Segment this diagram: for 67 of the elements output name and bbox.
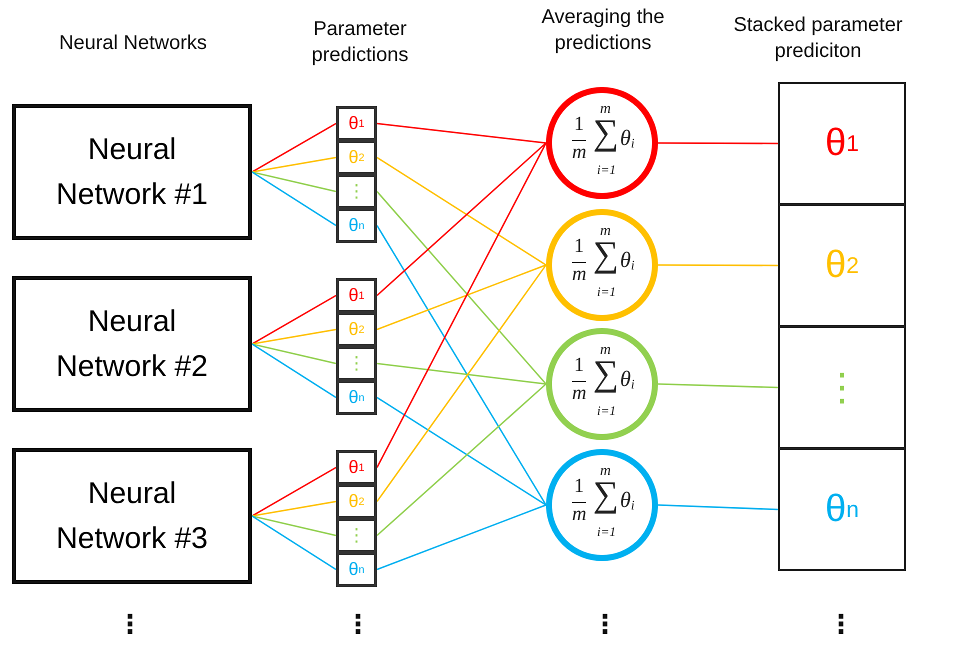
formula-denominator: m	[572, 381, 586, 403]
connector-line	[376, 122, 546, 144]
formula-sum-symbol: ∑	[593, 355, 619, 391]
connector-line	[376, 264, 547, 502]
prediction-cell: ⋮	[336, 518, 377, 553]
column-heading: Neural Networks	[58, 31, 208, 56]
prediction-cell: ⋮	[336, 174, 377, 209]
network-box: Neural Network #3	[12, 448, 252, 584]
continuation-dots: ⋮	[345, 608, 365, 641]
prediction-cell: ⋮	[336, 346, 377, 381]
formula-denominator: m	[572, 262, 586, 284]
connector-line	[376, 383, 546, 536]
connector-line	[252, 466, 336, 517]
formula-upper-limit: m	[600, 343, 611, 358]
continuation-dots: ⋮	[828, 608, 848, 641]
connector-line	[658, 383, 778, 388]
connector-line	[252, 122, 336, 173]
formula-lower-limit: i=1	[597, 285, 616, 298]
connector-line	[376, 191, 547, 384]
connector-line	[376, 264, 546, 330]
connector-line	[658, 264, 778, 266]
network-box: Neural Network #2	[12, 276, 252, 412]
formula-upper-limit: m	[600, 464, 611, 479]
connector-line	[252, 171, 336, 192]
connector-line	[252, 328, 336, 345]
column-heading: Parameter predictions	[310, 17, 410, 68]
formula-sum-symbol: ∑	[593, 236, 619, 272]
connector-line	[376, 362, 546, 385]
formula-lower-limit: i=1	[597, 404, 616, 417]
column-heading: Averaging the predictions	[540, 5, 666, 56]
column-heading: Stacked parameter prediciton	[732, 13, 904, 64]
formula-lower-limit: i=1	[597, 525, 616, 538]
network-box: Neural Network #1	[12, 104, 252, 240]
formula-upper-limit: m	[600, 102, 611, 117]
formula-summand: θ$_{i}$	[620, 368, 634, 391]
formula-sum-symbol: ∑	[593, 476, 619, 512]
connector-line	[252, 343, 336, 398]
formula-summand: θ$_{i}$	[620, 249, 634, 272]
connector-line	[658, 504, 778, 510]
formula-sum-symbol: ∑	[593, 114, 619, 150]
connector-line	[658, 142, 778, 144]
connector-line	[252, 515, 336, 570]
formula-numerator: 1	[574, 476, 584, 496]
connector-line	[376, 225, 547, 506]
formula-denominator: m	[572, 502, 586, 524]
connector-line	[252, 500, 336, 517]
formula-numerator: 1	[574, 114, 584, 134]
formula-lower-limit: i=1	[597, 163, 616, 176]
continuation-dots: ⋮	[592, 608, 612, 641]
connector-line	[376, 142, 546, 296]
formula-summand: θ$_{i}$	[620, 127, 634, 150]
connector-line	[376, 142, 547, 468]
connector-line	[252, 156, 336, 173]
formula-summand: θ$_{i}$	[620, 489, 634, 512]
connector-line	[376, 396, 546, 506]
formula-numerator: 1	[574, 355, 584, 375]
connector-line	[252, 343, 336, 364]
formula-numerator: 1	[574, 236, 584, 256]
connector-line	[376, 504, 546, 570]
connector-line	[252, 515, 336, 536]
continuation-dots: ⋮	[117, 608, 137, 641]
formula-denominator: m	[572, 140, 586, 162]
formula-upper-limit: m	[600, 224, 611, 239]
connector-line	[252, 294, 336, 345]
stacked-cell: ⋮	[778, 326, 906, 449]
connector-line	[376, 156, 546, 266]
connector-line	[252, 171, 336, 226]
